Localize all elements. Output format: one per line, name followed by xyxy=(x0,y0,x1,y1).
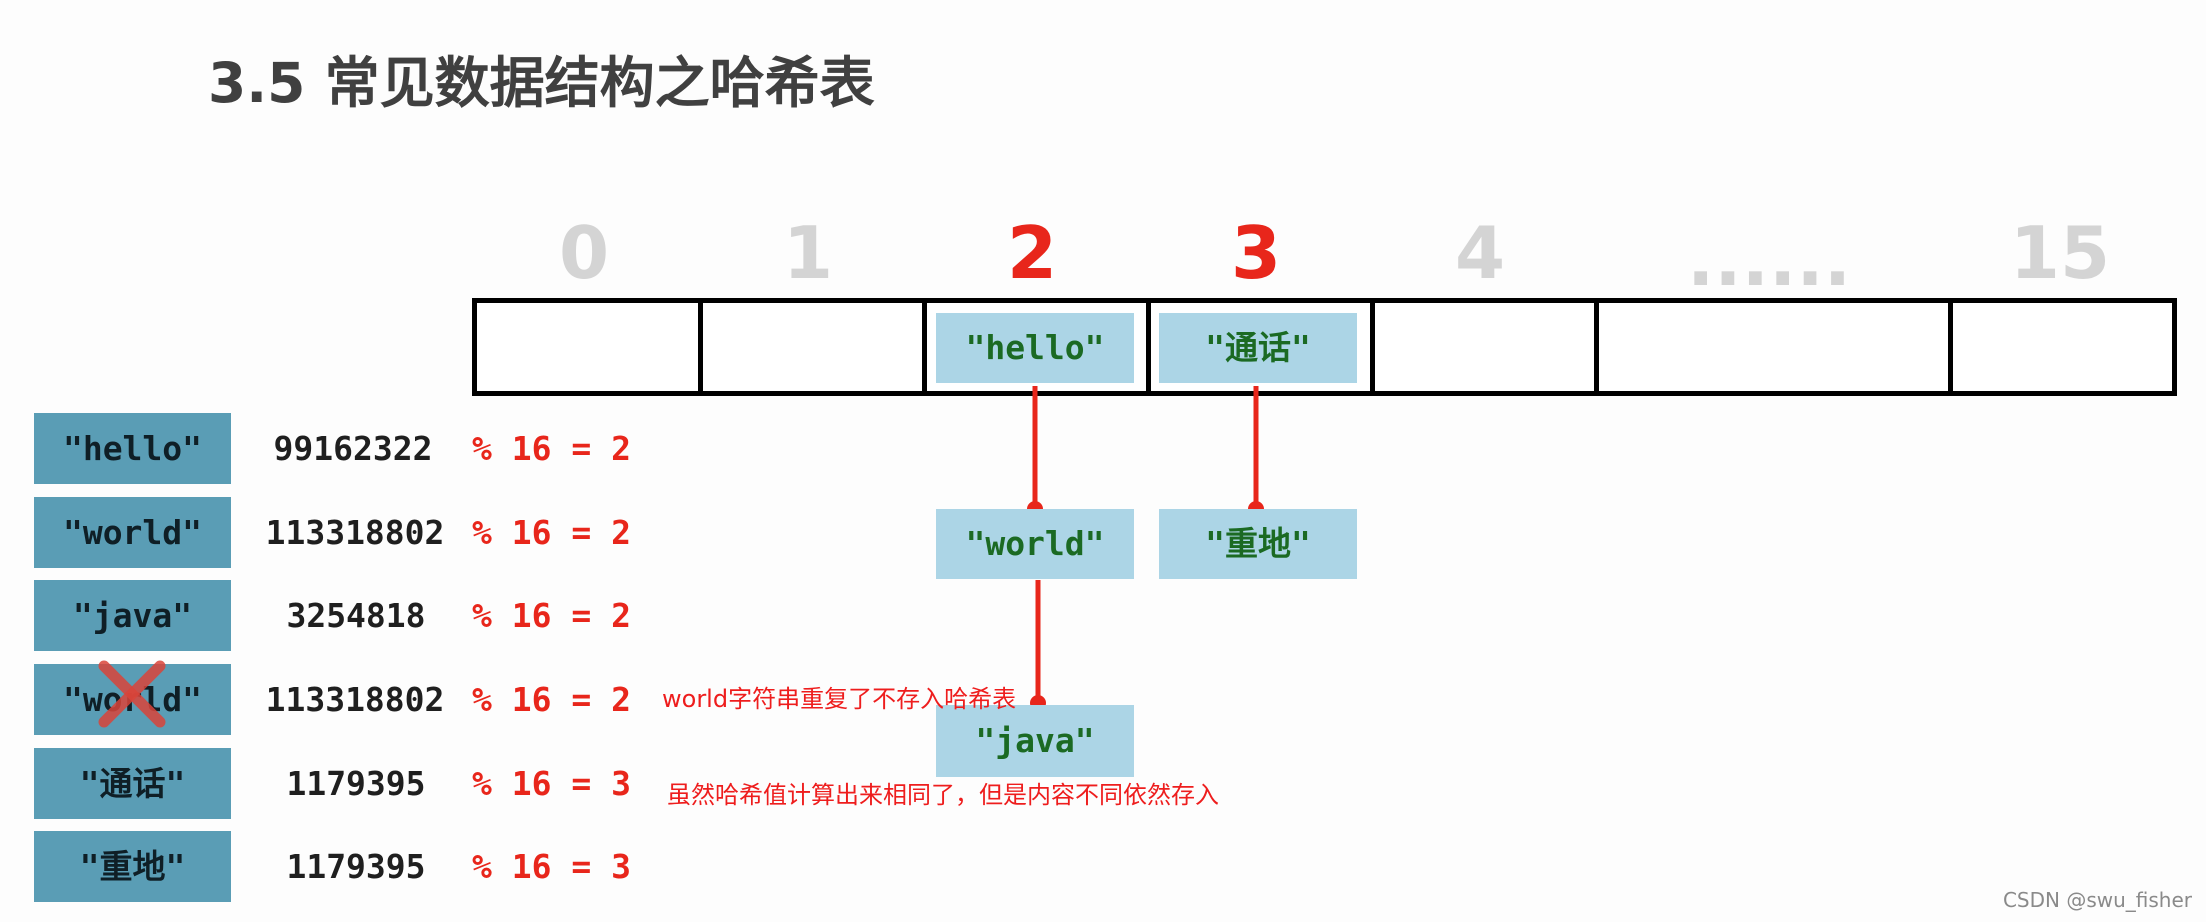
bucket-index-3: 3 xyxy=(1230,211,1282,295)
bucket-2-node-3: "java" xyxy=(936,705,1134,777)
modulo-expression: % 16 = 3 xyxy=(472,847,631,886)
hash-value: 113318802 xyxy=(265,680,445,719)
bucket-index-ellipsis: ...... xyxy=(1686,218,1852,302)
key-cell: "java" xyxy=(34,580,231,651)
duplicate-note: world字符串重复了不存入哈希表 xyxy=(662,685,1017,713)
bucket-2-node-2: "world" xyxy=(936,509,1134,579)
bucket-index-4: 4 xyxy=(1454,211,1506,295)
modulo-expression: % 16 = 2 xyxy=(472,596,631,635)
bucket-divider xyxy=(922,303,927,391)
watermark: CSDN @swu_fisher xyxy=(2002,888,2192,912)
modulo-expression: % 16 = 2 xyxy=(472,680,631,719)
hash-value: 1179395 xyxy=(286,764,426,803)
hash-value: 1179395 xyxy=(286,847,426,886)
hash-value: 99162322 xyxy=(273,429,433,468)
modulo-expression: % 16 = 2 xyxy=(472,429,631,468)
bucket-divider xyxy=(1948,303,1953,391)
modulo-expression: % 16 = 2 xyxy=(472,513,631,552)
bucket-3-head-node: "通话" xyxy=(1159,313,1357,383)
bucket-index-2: 2 xyxy=(1006,211,1058,295)
bucket-divider xyxy=(1146,303,1151,391)
modulo-expression: % 16 = 3 xyxy=(472,764,631,803)
bucket-index-15: 15 xyxy=(2009,211,2111,295)
hash-value: 3254818 xyxy=(286,596,426,635)
bucket-index-1: 1 xyxy=(782,211,834,295)
hash-value: 113318802 xyxy=(265,513,445,552)
bucket-divider xyxy=(698,303,703,391)
bucket-divider xyxy=(1370,303,1375,391)
collision-note: 虽然哈希值计算出来相同了，但是内容不同依然存入 xyxy=(667,781,1219,809)
bucket-3-node-2: "重地" xyxy=(1159,509,1357,579)
bucket-index-0: 0 xyxy=(558,211,610,295)
key-cell: "重地" xyxy=(34,831,231,902)
bucket-2-head-node: "hello" xyxy=(936,313,1134,383)
key-cell: "hello" xyxy=(34,413,231,484)
page-title: 3.5 常见数据结构之哈希表 xyxy=(208,51,875,115)
key-cell: "通话" xyxy=(34,748,231,819)
bucket-divider xyxy=(1594,303,1599,391)
close-icon xyxy=(98,660,166,728)
key-cell: "world" xyxy=(34,497,231,568)
